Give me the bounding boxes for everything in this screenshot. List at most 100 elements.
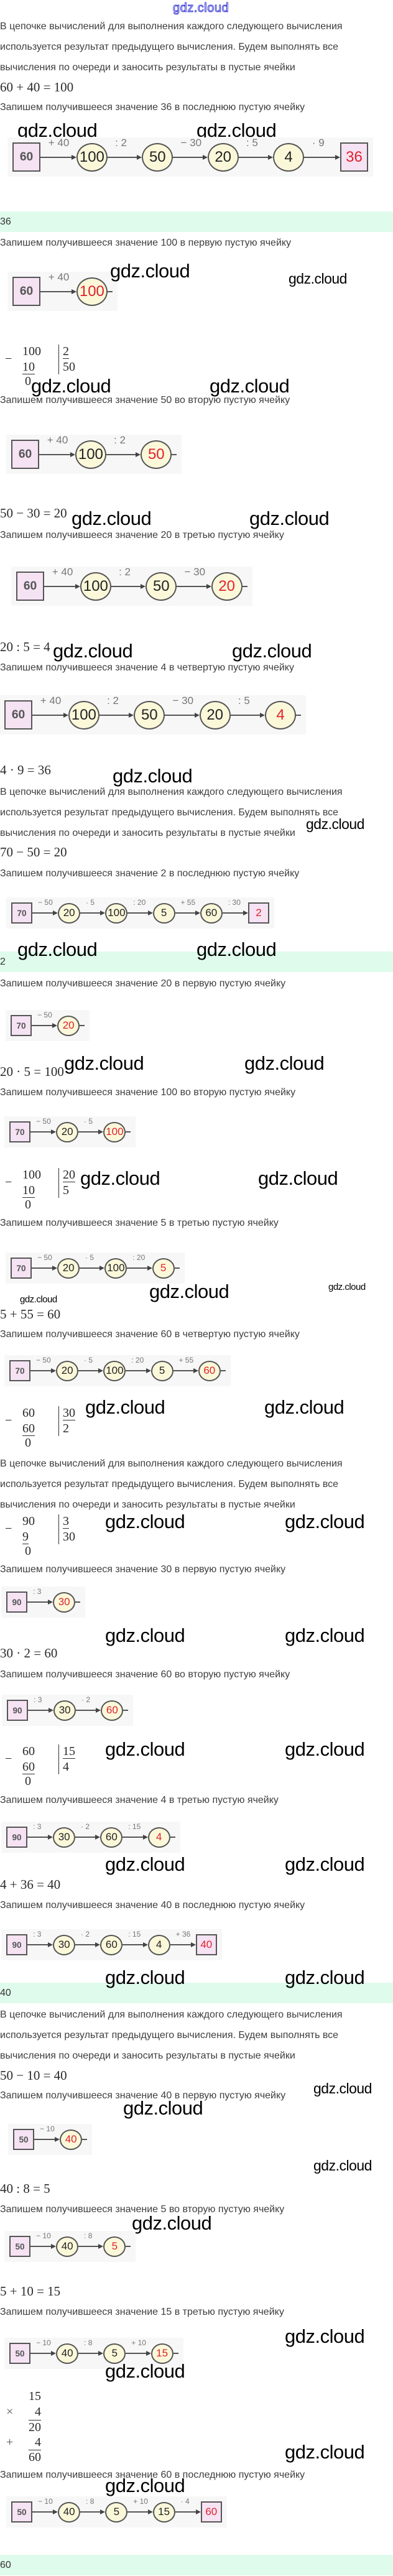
- site-logo[interactable]: gdz.cloud: [172, 1, 229, 16]
- arrowhead-icon: [195, 2509, 201, 2514]
- formula: 20 : 5 = 4: [0, 639, 50, 654]
- divisor: 2: [63, 345, 69, 359]
- operation-label: + 36: [175, 1930, 191, 1939]
- chain-circle: 4: [147, 1934, 170, 1955]
- factor-b: 4: [35, 2405, 41, 2419]
- arrowhead-icon: [48, 1835, 53, 1840]
- arrowhead-icon: [71, 289, 76, 294]
- intro-line: В цепочке вычислений для выполнения кажд…: [0, 21, 343, 32]
- operation-label: + 40: [47, 433, 68, 446]
- minus-sign: −: [5, 352, 12, 366]
- step-note: Запишем получившееся значение 100 в перв…: [0, 238, 292, 248]
- watermark: gdz.cloud: [313, 2157, 372, 2174]
- arrow-line: [126, 2353, 147, 2354]
- arrowhead-icon: [71, 154, 76, 160]
- chain-circle: 30: [53, 1591, 76, 1613]
- answer-bar: 40: [0, 1983, 393, 2003]
- operation-label: : 2: [119, 565, 131, 578]
- chain-box: 70: [9, 1360, 30, 1381]
- operation-label: : 20: [132, 1253, 146, 1263]
- plus-sign: +: [6, 2435, 14, 2449]
- minus-sign: −: [5, 1752, 12, 1766]
- chain-circle: 20: [56, 1121, 79, 1142]
- step-note: Запишем получившееся значение 50 во втор…: [0, 395, 290, 405]
- chain-circle: 20: [58, 902, 81, 924]
- arrowhead-icon: [52, 1266, 58, 1271]
- watermark: gdz.cloud: [72, 507, 152, 529]
- answer-bar: 60: [0, 2555, 393, 2575]
- arrow-line: [230, 714, 262, 716]
- formula: 4 + 36 = 40: [0, 1877, 61, 1892]
- step-note: Запишем получившееся значение 4 в третью…: [0, 1795, 279, 1805]
- operation-label: : 3: [33, 1930, 42, 1939]
- arrow-line: [27, 1944, 50, 1945]
- operation-label: : 8: [84, 2338, 93, 2348]
- product: 60: [29, 2450, 41, 2464]
- operation-label: : 2: [114, 433, 126, 446]
- arrow-line: [27, 1601, 50, 1603]
- chain-box: 50: [9, 2236, 30, 2257]
- arrow-line: [238, 156, 270, 158]
- arrowhead-icon: [142, 1835, 148, 1840]
- arrowhead-icon: [53, 2509, 58, 2514]
- chain-circle: 5: [103, 2236, 126, 2257]
- arrow-line: [78, 2246, 100, 2247]
- operation-label: − 10: [36, 2231, 51, 2241]
- chain-circle: 100: [103, 1360, 126, 1381]
- operation-label: − 50: [38, 898, 53, 907]
- intro-line: используется результат предыдущего вычис…: [0, 42, 339, 52]
- divisor: 3: [63, 1514, 69, 1529]
- chain-box: 2: [248, 902, 269, 924]
- watermark: gdz.cloud: [328, 1282, 366, 1292]
- quotient: 4: [63, 1760, 69, 1774]
- operation-label: · 5: [85, 1253, 95, 1263]
- watermark: gdz.cloud: [53, 640, 133, 662]
- chain-box: 70: [11, 902, 32, 924]
- arrow-line: [175, 912, 196, 914]
- divisor: 20: [63, 1168, 75, 1182]
- arrowhead-icon: [51, 2244, 57, 2249]
- watermark: gdz.cloud: [306, 816, 364, 832]
- chain-circle: 5: [152, 1258, 175, 1279]
- arrow-line: [34, 2139, 57, 2140]
- operation-label: : 5: [238, 694, 250, 707]
- chain-circle: 4: [273, 142, 305, 172]
- subtrahend: 60: [22, 1422, 35, 1436]
- intro-line: используется результат предыдущего вычис…: [0, 807, 339, 818]
- chain-circle: 30: [53, 1700, 76, 1721]
- division-bar: [58, 1168, 59, 1198]
- watermark: gdz.cloud: [105, 1738, 185, 1760]
- minus-sign: −: [5, 1414, 12, 1427]
- arrow-line: [107, 156, 139, 158]
- dividend: 60: [22, 1406, 35, 1420]
- arrow-line: [242, 585, 247, 587]
- watermark: gdz.cloud: [105, 1624, 185, 1646]
- arrow-line: [173, 2353, 178, 2354]
- arrowhead-icon: [95, 1942, 101, 1947]
- arrow-line: [80, 2511, 102, 2513]
- arrowhead-icon: [53, 910, 58, 915]
- chain-circle: 40: [60, 2129, 83, 2150]
- watermark: gdz.cloud: [289, 271, 347, 287]
- intro-line: вычисления по очереди и заносить результ…: [0, 828, 295, 838]
- minus-sign: −: [5, 1522, 12, 1536]
- chain-circle: 15: [150, 2343, 173, 2364]
- operation-label: + 40: [40, 694, 62, 707]
- operation-label: · 4: [180, 2497, 190, 2506]
- chain-box: 90: [6, 1827, 27, 1848]
- chain-circle: 100: [80, 572, 111, 601]
- step-note: Запишем получившееся значение 40 в после…: [0, 1900, 305, 1911]
- arrow-line: [76, 1710, 98, 1711]
- chain-circle: 100: [104, 1258, 127, 1279]
- operation-label: − 30: [184, 565, 206, 578]
- long-division: − 60 60 0 15 4: [0, 1744, 87, 1791]
- arrowhead-icon: [202, 154, 208, 160]
- chain-box: 70: [11, 1015, 32, 1036]
- division-bar: [58, 1744, 59, 1774]
- arrow-line: [126, 2246, 131, 2247]
- chain-circle: 20: [211, 572, 243, 601]
- watermark: gdz.cloud: [105, 2475, 185, 2496]
- arrowhead-icon: [194, 712, 200, 718]
- arrow-line: [165, 714, 196, 716]
